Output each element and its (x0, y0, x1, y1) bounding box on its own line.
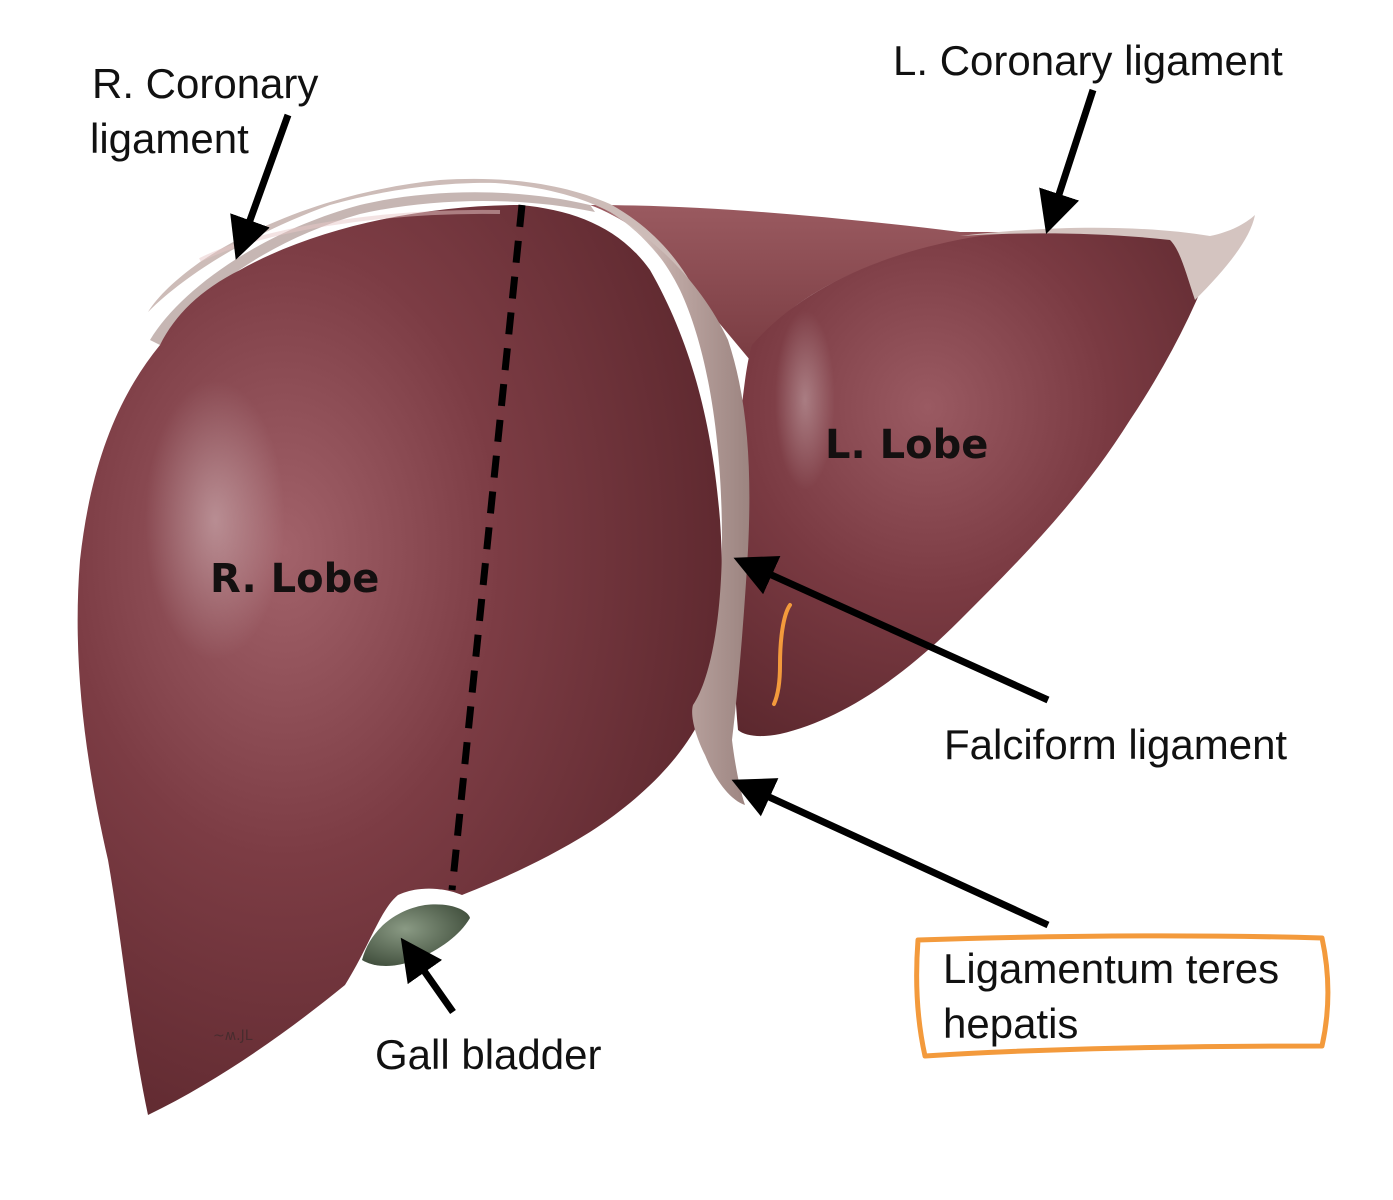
arrow-l-coronary (1050, 90, 1093, 222)
label-r-lobe: R. Lobe (210, 556, 379, 602)
arrow-gallbladder (408, 948, 453, 1012)
label-ligamentum-line2: hepatis (943, 997, 1078, 1051)
label-falciform: Falciform ligament (944, 718, 1287, 772)
label-l-lobe: L. Lobe (825, 422, 988, 468)
label-r-coronary-line2: ligament (90, 112, 249, 166)
artist-signature: ~ʍ.JL (213, 1028, 253, 1044)
label-l-coronary: L. Coronary ligament (893, 34, 1283, 88)
right-lobe-shape (78, 205, 723, 1115)
label-r-coronary-line1: R. Coronary (92, 57, 318, 111)
arrow-ligamentum-teres (743, 785, 1048, 925)
label-gall-bladder: Gall bladder (375, 1028, 601, 1082)
label-ligamentum-line1: Ligamentum teres (943, 942, 1279, 996)
